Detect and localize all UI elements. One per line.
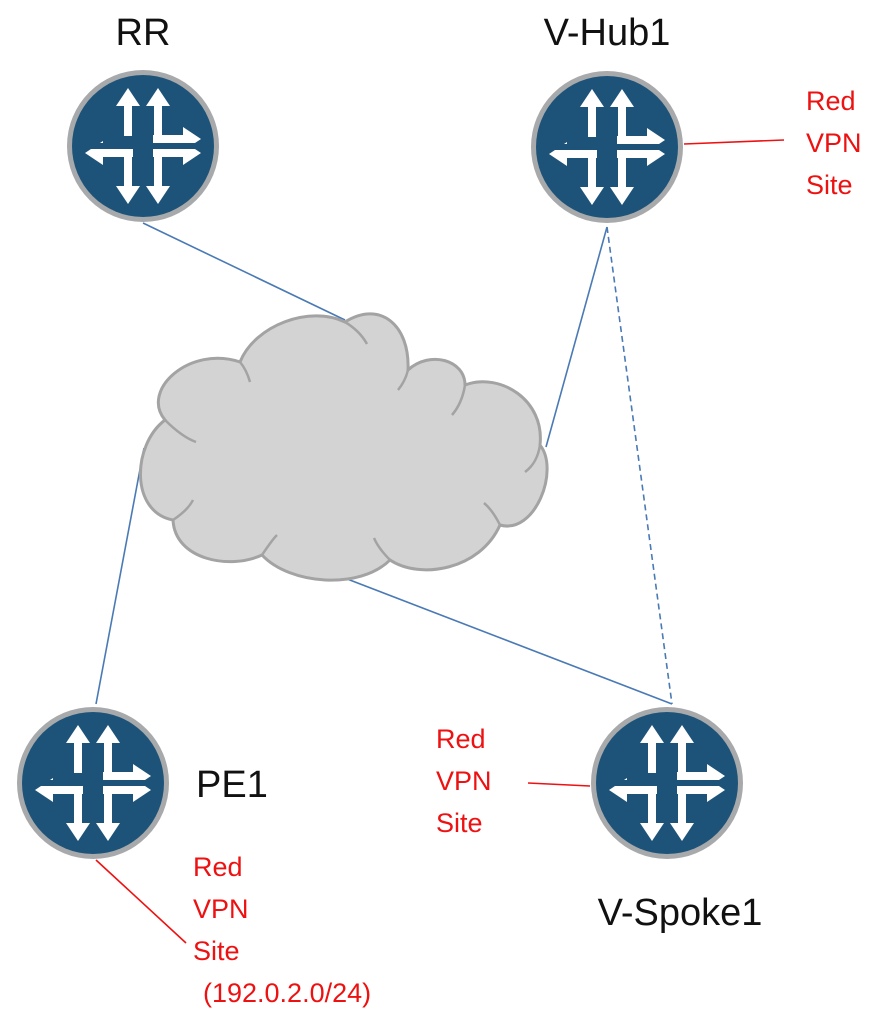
- router-v-spoke1-label: V-Spoke1: [598, 892, 763, 934]
- site-label-line: VPN: [436, 766, 492, 796]
- link-pe-site: [95, 859, 187, 944]
- link-pe-cloud: [95, 447, 145, 705]
- site-label-spoke: Red VPN Site: [436, 724, 492, 838]
- site-label-pe: Red VPN Site (192.0.2.0/24): [193, 852, 371, 1008]
- site-label-line: Red: [436, 724, 486, 754]
- router-v-hub1[interactable]: V-Hub1: [531, 12, 683, 223]
- site-label-line: VPN: [193, 894, 249, 924]
- link-hub-site: [683, 139, 785, 145]
- link-hub-spoke-dashed: [606, 226, 673, 705]
- site-label-hub: Red VPN Site: [806, 86, 862, 200]
- site-label-line: Site: [806, 170, 853, 200]
- site-label-line: Red: [806, 86, 856, 116]
- link-spoke-site: [527, 782, 591, 787]
- site-label-line: VPN: [806, 128, 862, 158]
- router-v-hub1-label: V-Hub1: [544, 12, 671, 54]
- router-v-spoke1[interactable]: V-Spoke1: [591, 707, 762, 934]
- router-icon: [531, 71, 683, 223]
- router-pe1-label: PE1: [196, 764, 268, 806]
- router-rr[interactable]: RR: [67, 12, 219, 222]
- router-rr-label: RR: [116, 12, 171, 54]
- site-label-line: Site: [193, 936, 240, 966]
- router-icon: [17, 707, 169, 859]
- link-rr-cloud: [142, 222, 346, 321]
- site-subnet-label: (192.0.2.0/24): [203, 978, 371, 1008]
- site-label-line: Red: [193, 852, 243, 882]
- router-icon: [67, 70, 219, 222]
- link-hub-cloud: [545, 226, 608, 448]
- router-icon: [591, 707, 743, 859]
- cloud-icon: [138, 312, 549, 582]
- link-spoke-cloud: [341, 576, 673, 705]
- router-pe1[interactable]: PE1: [17, 707, 268, 859]
- site-label-line: Site: [436, 808, 483, 838]
